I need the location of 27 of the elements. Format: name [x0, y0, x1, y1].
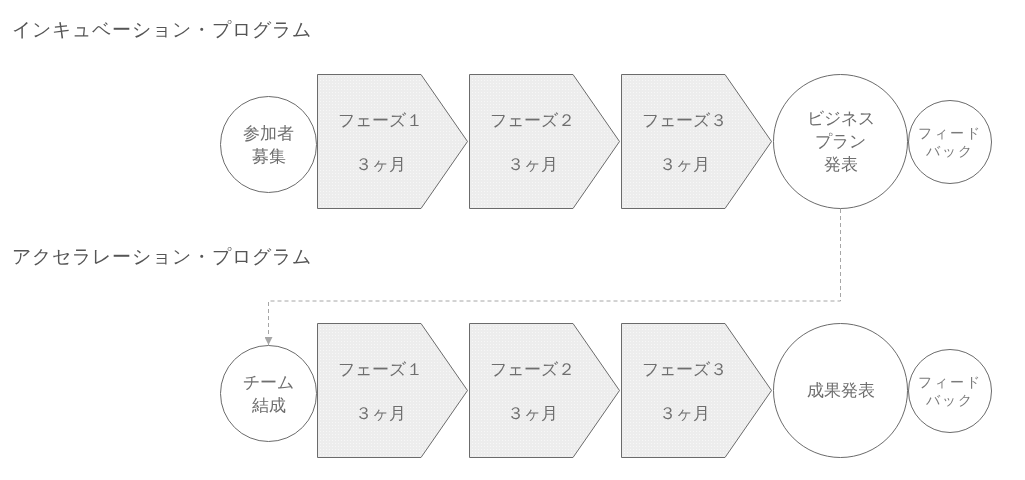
node-label: フィードバック [918, 373, 982, 409]
phase-label: フェーズ１ [338, 357, 423, 380]
phase-label: フェーズ２ [490, 108, 575, 131]
phase-label: フェーズ３ [642, 357, 727, 380]
duration-label: ３ヶ月 [659, 401, 710, 424]
node-label: フィードバック [918, 124, 982, 160]
node-label: チーム結成 [243, 370, 294, 417]
duration-label: ３ヶ月 [355, 152, 406, 175]
phase-label: フェーズ１ [338, 108, 423, 131]
phase-label: フェーズ２ [490, 357, 575, 380]
chevron-shape [317, 74, 468, 209]
chevron-shape [469, 74, 620, 209]
phase-label: フェーズ３ [642, 108, 727, 131]
chevron-shape [621, 74, 772, 209]
dashed-arrow [264, 208, 841, 346]
chevron-shape [621, 323, 772, 458]
node-label: 参加者募集 [243, 121, 294, 168]
duration-label: ３ヶ月 [355, 401, 406, 424]
chevron-shape [469, 323, 620, 458]
duration-label: ３ヶ月 [659, 152, 710, 175]
chevron-shape [317, 323, 468, 458]
section-heading: アクセラレーション・プログラム [12, 244, 312, 269]
node-label: 成果発表 [806, 379, 875, 402]
duration-label: ３ヶ月 [507, 152, 558, 175]
duration-label: ３ヶ月 [507, 401, 558, 424]
node-label: ビジネスプラン発表 [806, 107, 875, 176]
section-heading: インキュベーション・プログラム [12, 17, 312, 42]
